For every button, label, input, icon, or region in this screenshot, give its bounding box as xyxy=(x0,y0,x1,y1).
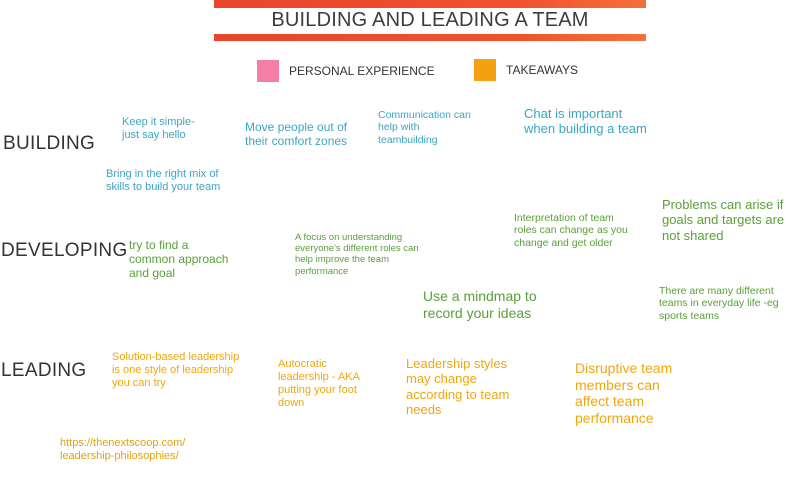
note-disruptive: Disruptive team members can affect team … xyxy=(575,360,673,426)
note-chat-important: Chat is important when building a team xyxy=(524,106,647,137)
note-mindmap: Use a mindmap to record your ideas xyxy=(423,288,537,321)
legend-label-takeaways: TAKEAWAYS xyxy=(506,63,579,77)
note-solution-based: Solution-based leadership is one style o… xyxy=(112,351,240,389)
note-focus-roles: A focus on understanding everyone's diff… xyxy=(295,232,419,277)
row-label-building: BUILDING xyxy=(3,133,96,154)
row-label-leading: LEADING xyxy=(1,360,87,381)
note-common-approach: try to find a common approach and goal xyxy=(129,238,229,281)
title-banner-bottom-stripe xyxy=(214,34,646,41)
note-right-mix: Bring in the right mix of skills to buil… xyxy=(106,168,221,193)
page-title: BUILDING AND LEADING A TEAM xyxy=(271,9,589,31)
note-many-teams: There are many different teams in everyd… xyxy=(659,285,779,322)
legend-personal-experience: PERSONAL EXPERIENCE xyxy=(257,60,435,82)
legend-takeaways: TAKEAWAYS xyxy=(474,59,578,81)
note-keep-it-simple: Keep it simple- just say hello xyxy=(122,116,195,141)
reference-link[interactable]: https://thenextscoop.com/ leadership-phi… xyxy=(60,437,186,462)
row-label-developing: DEVELOPING xyxy=(1,240,128,261)
note-problems: Problems can arise if goals and targets … xyxy=(662,197,785,243)
note-move-people: Move people out of their comfort zones xyxy=(245,120,348,149)
note-communication: Communication can help with teambuilding xyxy=(378,109,471,146)
legend-label-personal: PERSONAL EXPERIENCE xyxy=(289,64,435,78)
note-autocratic: Autocratic leadership - AKA putting your… xyxy=(278,358,360,409)
note-interpretation: Interpretation of team roles can change … xyxy=(514,212,628,249)
legend-swatch-pink xyxy=(257,60,279,82)
note-styles-change: Leadership styles may change according t… xyxy=(406,356,510,417)
legend-swatch-orange xyxy=(474,59,496,81)
title-banner-top-stripe xyxy=(214,0,646,8)
